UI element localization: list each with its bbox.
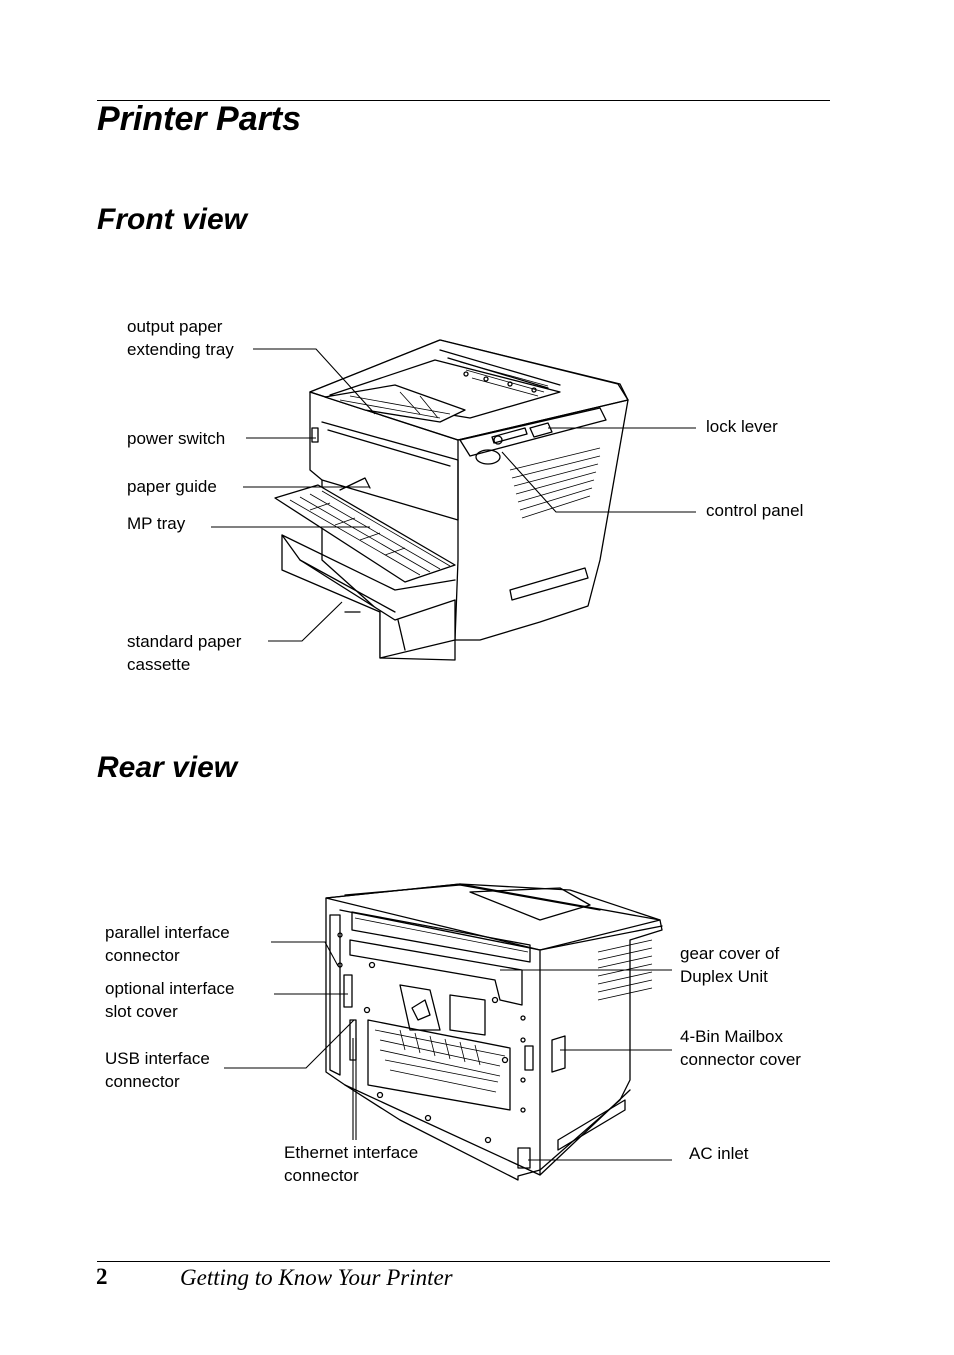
rear-view-heading: Rear view (97, 751, 238, 784)
label-standard-paper-cassette: standard paper cassette (127, 632, 242, 674)
page-title: Printer Parts (97, 100, 302, 138)
label-4-bin-mailbox-connector-cover: 4-Bin Mailbox connector cover (680, 1027, 801, 1069)
label-optional-interface-slot-cover: optional interface slot cover (105, 979, 235, 1021)
top-rule (97, 100, 830, 101)
label-ethernet-interface-connector: Ethernet interface connector (284, 1143, 419, 1185)
page-number: 2 (96, 1264, 108, 1289)
label-ac-inlet: AC inlet (689, 1144, 749, 1163)
chapter-title: Getting to Know Your Printer (180, 1265, 453, 1290)
front-view-leader-lines (211, 348, 696, 642)
footer-rule (97, 1261, 830, 1262)
rear-view-leader-lines (224, 941, 672, 1161)
label-paper-guide: paper guide (127, 477, 217, 496)
label-usb-interface-connector: USB interface connector (105, 1049, 210, 1091)
front-view-printer-illustration (274, 339, 629, 661)
label-control-panel: control panel (706, 501, 804, 520)
label-power-switch: power switch (127, 429, 226, 448)
label-mp-tray: MP tray (127, 514, 186, 533)
label-lock-lever: lock lever (706, 417, 778, 436)
label-parallel-interface-connector: parallel interface connector (105, 923, 230, 965)
front-view-heading: Front view (97, 203, 248, 236)
label-output-paper-extending-tray: output paper extending tray (127, 317, 234, 359)
rear-view-printer-illustration (325, 883, 663, 1181)
label-gear-cover-duplex-unit: gear cover of Duplex Unit (680, 944, 780, 986)
